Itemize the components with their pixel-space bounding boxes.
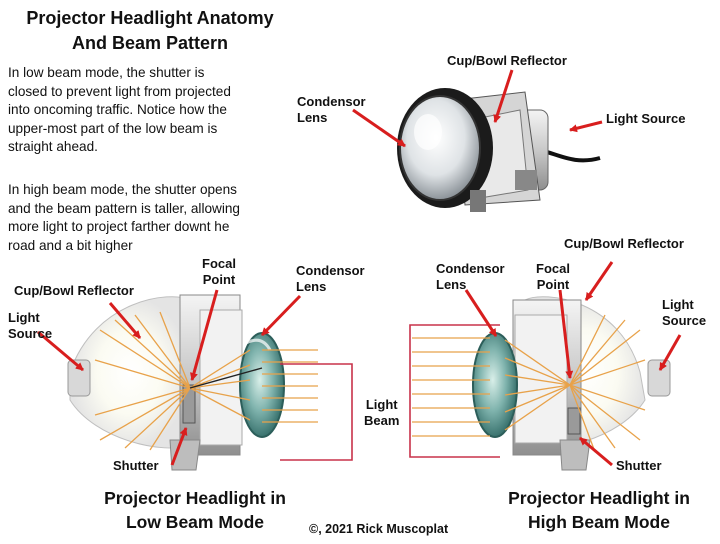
top-projector-illustration — [397, 88, 601, 212]
desc-line: upper-most part of the low beam is — [8, 120, 218, 136]
top-cup-reflector-label: Cup/Bowl Reflector — [447, 53, 567, 68]
low-beam-description: In low beam mode, the shutter is closed … — [8, 64, 293, 157]
high-cup-reflector-label: Cup/Bowl Reflector — [564, 236, 684, 251]
light-beam-brackets — [280, 324, 500, 461]
high-light-source-label: Light Source — [662, 297, 707, 328]
desc-line: In high beam mode, the shutter opens — [8, 182, 237, 197]
desc-line: and the beam pattern is taller, allowing — [8, 200, 240, 216]
desc-line: more light to project farther downt he — [8, 219, 230, 234]
copyright-notice: ©, 2021 Rick Muscoplat — [309, 522, 449, 536]
desc-line: into oncoming traffic. Notice how the — [8, 102, 227, 117]
high-beam-description: In high beam mode, the shutter opens and… — [8, 181, 293, 255]
label-arrows — [37, 69, 682, 467]
desc-line: road and a bit higher — [8, 237, 133, 253]
desc-line: closed to prevent light from projected — [8, 83, 231, 99]
high-shutter-label: Shutter — [616, 458, 662, 473]
desc-line: In low beam mode, the shutter is — [8, 65, 205, 80]
low-focal-point-label: Focal Point — [202, 256, 236, 287]
low-shutter-label: Shutter — [113, 458, 159, 473]
top-condensor-lens-label: Condensor Lens — [297, 94, 366, 125]
high-beam-projector-illustration — [412, 296, 671, 471]
low-beam-projector-illustration — [67, 294, 318, 471]
high-condensor-lens-label: Condensor Lens — [436, 261, 505, 292]
title-line-1: Projector Headlight Anatomy — [26, 8, 274, 28]
low-condensor-lens-label: Condensor Lens — [296, 263, 365, 294]
high-beam-caption: Projector Headlight in High Beam Mode — [508, 488, 690, 532]
high-focal-point-label: Focal Point — [536, 261, 570, 292]
title-line-2: And Beam Pattern — [71, 33, 229, 53]
low-beam-caption: Projector Headlight in Low Beam Mode — [104, 488, 286, 532]
low-cup-reflector-label: Cup/Bowl Reflector — [14, 283, 134, 298]
light-beam-label: Light Beam — [364, 397, 400, 428]
top-light-source-label: Light Source — [606, 111, 686, 126]
desc-line: straight ahead. — [8, 139, 98, 154]
page-title: Projector Headlight Anatomy And Beam Pat… — [0, 6, 300, 56]
low-light-source-label: Light Source — [8, 310, 53, 341]
